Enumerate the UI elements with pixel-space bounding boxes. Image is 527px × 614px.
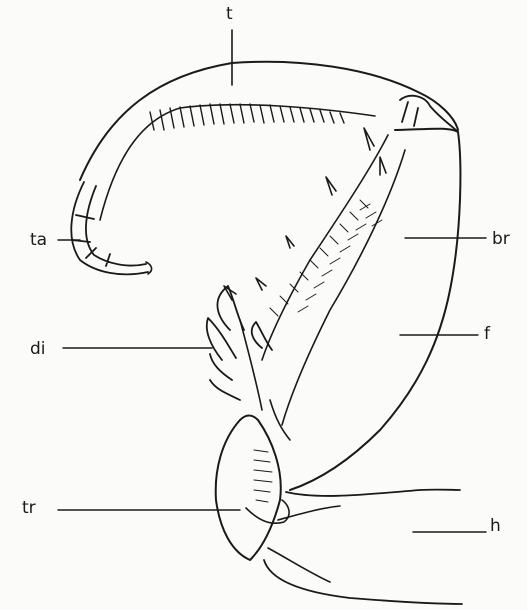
coxa-upper-edge [286, 490, 460, 496]
label-tr: tr [22, 500, 36, 517]
trochanter-notch [246, 500, 289, 523]
trochanter-detail [254, 450, 272, 502]
trochanter-outline [216, 416, 281, 561]
distal-spines [207, 286, 272, 400]
label-di: di [30, 341, 46, 358]
tarsus-segments [71, 182, 148, 274]
label-t: t [226, 6, 233, 23]
label-h: h [490, 518, 501, 535]
label-br: br [492, 231, 510, 248]
femur-lower-edge [282, 150, 405, 425]
coxa-joint [268, 506, 340, 582]
coxa-lower-edge [264, 560, 462, 604]
femur-outline [290, 129, 460, 490]
femoral-fine-spines [270, 200, 368, 316]
femur-inner-edge [262, 135, 388, 360]
label-f: f [484, 326, 490, 343]
label-ta: ta [30, 232, 47, 249]
femoral-spines [224, 128, 386, 300]
